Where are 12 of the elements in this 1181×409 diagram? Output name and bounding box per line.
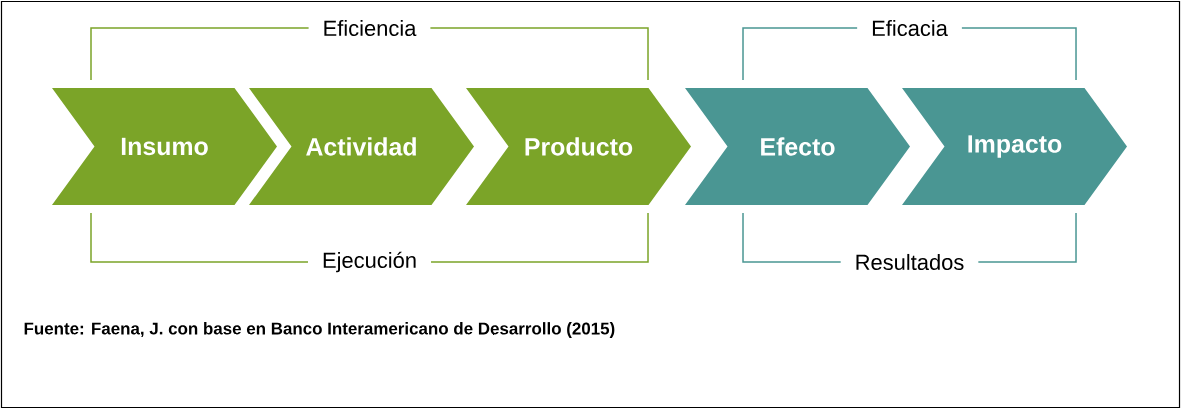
bracket-label: Eficacia (857, 17, 962, 39)
node-label: Insumo (121, 137, 208, 156)
bracket-label: Resultados (840, 251, 979, 273)
process-step: Actividad (249, 88, 474, 205)
process-step: Insumo (52, 88, 277, 205)
bracket-label: Eficiencia (308, 17, 431, 39)
process-step: Efecto (685, 88, 910, 205)
node-label: Actividad (306, 137, 416, 156)
bracket-label: Ejecución (308, 249, 431, 275)
process-step: Producto (466, 88, 691, 205)
caption: Fuente: Faena, J. con base en Banco Interamericano de Desarrollo (2015) (24, 322, 615, 338)
process-step: Impacto (902, 88, 1127, 205)
